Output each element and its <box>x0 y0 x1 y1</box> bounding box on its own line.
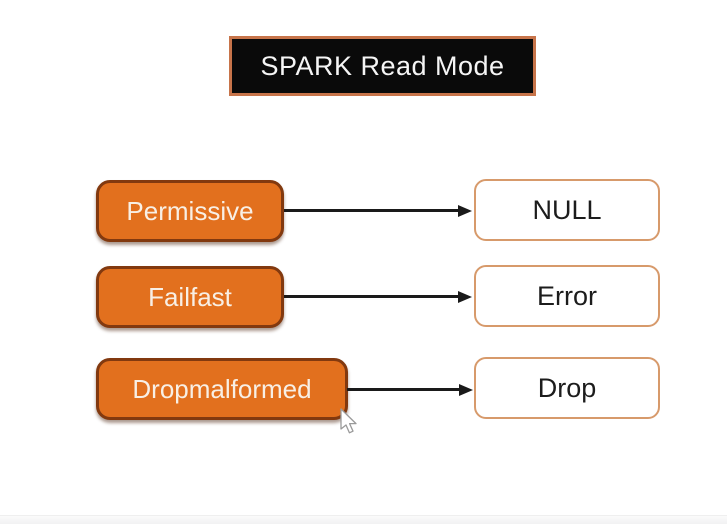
title-box: SPARK Read Mode <box>229 36 536 96</box>
bottom-bar <box>0 515 727 524</box>
result-box-error: Error <box>474 265 660 327</box>
page-title: SPARK Read Mode <box>260 50 505 81</box>
result-label: NULL <box>532 194 602 225</box>
mode-box-dropmalformed: Dropmalformed <box>96 358 348 420</box>
mode-label: Failfast <box>148 281 232 312</box>
result-label: Error <box>537 280 597 311</box>
mode-label: Dropmalformed <box>132 373 312 404</box>
arrow-permissive-to-null <box>284 209 459 212</box>
arrow-failfast-to-error <box>284 295 459 298</box>
arrow-dropmalformed-to-drop <box>347 388 460 391</box>
mode-label: Permissive <box>126 195 254 226</box>
mouse-pointer-icon <box>340 408 357 434</box>
result-label: Drop <box>537 372 597 403</box>
mode-box-failfast: Failfast <box>96 266 284 328</box>
mode-box-permissive: Permissive <box>96 180 284 242</box>
result-box-drop: Drop <box>474 357 660 419</box>
result-box-null: NULL <box>474 179 660 241</box>
